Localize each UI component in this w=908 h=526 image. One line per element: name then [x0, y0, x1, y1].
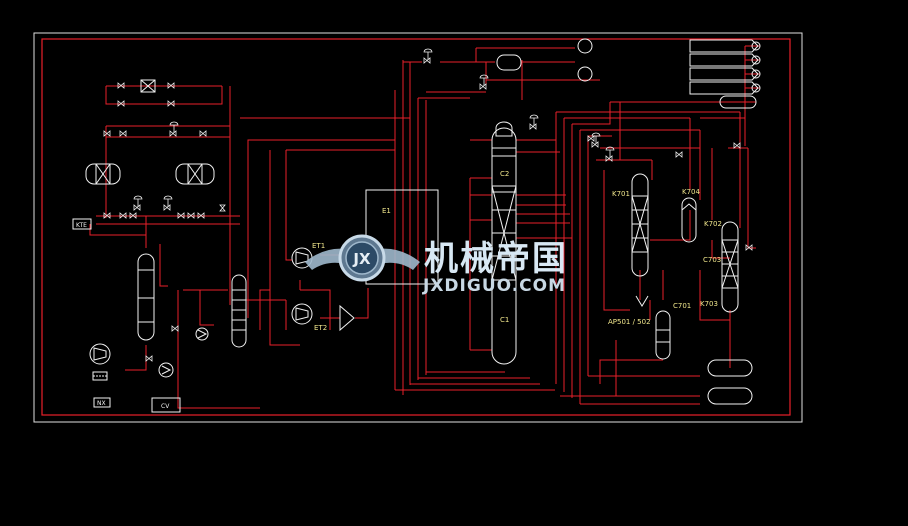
tag-k703: K703 [700, 300, 718, 308]
turbine-brake [339, 304, 355, 332]
column-k703 [721, 221, 739, 313]
nx-box [93, 397, 111, 408]
process-piping [89, 45, 760, 409]
tag-c2: C2 [500, 170, 509, 178]
inner-frame [41, 38, 791, 416]
tag-kte: KTE [76, 222, 87, 229]
column-k701 [631, 173, 649, 277]
air-compressor [89, 343, 111, 365]
product-tank-2 [707, 387, 753, 405]
cooling-water-pump [195, 327, 209, 341]
valves [103, 82, 753, 362]
tag-c701: C701 [673, 302, 691, 310]
equipment-tags: C2 C1 E1 ET1 ET2 K701 K704 K702 C703 K70… [76, 170, 722, 410]
tag-c1: C1 [500, 316, 509, 324]
cv-box [151, 397, 181, 413]
air-cooling-tower [137, 253, 155, 341]
water-cooler [231, 274, 247, 348]
distillation-column [491, 127, 517, 365]
column-k704 [681, 197, 697, 243]
air-filter [140, 79, 156, 93]
tag-k702: K702 [704, 220, 722, 228]
condenser-top [495, 121, 513, 137]
watermark-badge: JX [352, 250, 371, 268]
chilled-water-pump [158, 362, 174, 378]
adsorber-right [175, 163, 215, 185]
tag-cv: CV [161, 403, 170, 410]
kte-box [72, 218, 92, 230]
outer-frame [33, 32, 803, 423]
tag-e1: E1 [382, 207, 391, 215]
equipment [72, 38, 761, 413]
control-valves [133, 48, 615, 211]
tag-nx: NX [97, 400, 106, 407]
tank-top-1 [496, 54, 522, 71]
pump-ap501 [635, 295, 649, 307]
tag-et1: ET1 [312, 242, 325, 250]
column-c701 [655, 310, 671, 360]
tag-k704: K704 [682, 188, 700, 196]
tag-ap501: AP501 / 502 [608, 318, 651, 326]
tag-c703: C703 [703, 256, 721, 264]
tag-k701: K701 [612, 190, 630, 198]
tank-top-3 [577, 66, 593, 82]
watermark-cn: 机械帝国 [424, 239, 568, 279]
tag-et2: ET2 [314, 324, 327, 332]
tank-top-2 [577, 38, 593, 54]
watermark: JX 机械帝国 JXDIGUO.COM [305, 234, 568, 296]
watermark-en: JXDIGUO.COM [422, 276, 566, 296]
adsorber-left [85, 163, 121, 185]
expander-et2 [291, 303, 313, 325]
product-tank-1 [707, 359, 753, 377]
